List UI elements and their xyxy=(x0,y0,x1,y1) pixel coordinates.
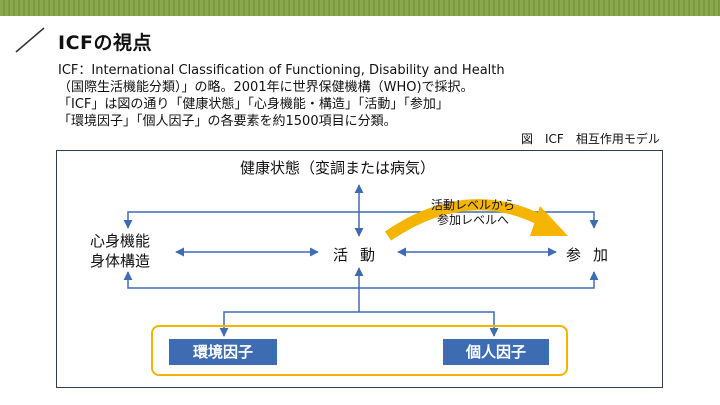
diagram-frame xyxy=(56,150,663,388)
body-line-3: 「ICF」は図の通り「健康状態」「心身機能・構造」「活動」「参加」 xyxy=(58,97,449,112)
title-slash-decoration xyxy=(15,27,45,53)
environmental-factors: 環境因子 xyxy=(169,339,277,365)
factor-connector xyxy=(219,311,499,337)
activity-to-participation-arc xyxy=(384,199,551,241)
body-text: ICF：International Classification of Func… xyxy=(58,62,505,130)
contextual-factors-box xyxy=(151,325,568,376)
node-body-structures: 身体構造 xyxy=(90,252,151,270)
bracket-bottom-right xyxy=(359,271,599,289)
body-line-2: （国際生活機能分類）」の略。2001年に世界保健機構（WHO)で採択。 xyxy=(58,80,474,95)
arc-label: 活動レベルから 参加レベルへ xyxy=(418,198,528,228)
personal-factors: 個人因子 xyxy=(443,339,549,365)
top-decorative-band xyxy=(0,0,720,16)
arc-label-line-1: 活動レベルから xyxy=(430,198,515,212)
bracket-top-left xyxy=(123,211,359,229)
node-activity: 活動 xyxy=(333,246,388,264)
arc-label-line-2: 参加レベルへ xyxy=(436,213,509,227)
body-line-1: ICF：International Classification of Func… xyxy=(58,63,505,78)
body-line-4: 「環境因子」「個人因子」の各要素を約1500項目に分類。 xyxy=(58,114,397,129)
node-health-condition: 健康状態（変調または病気） xyxy=(240,159,436,177)
node-body-functions: 心身機能 xyxy=(90,232,151,250)
slide-title: ICFの視点 xyxy=(58,32,152,54)
arc-arrowhead xyxy=(530,206,568,236)
bracket-bottom-left xyxy=(123,271,359,289)
figure-caption: 図 ICF 相互作用モデル xyxy=(521,132,660,146)
node-participation: 参加 xyxy=(566,246,621,264)
